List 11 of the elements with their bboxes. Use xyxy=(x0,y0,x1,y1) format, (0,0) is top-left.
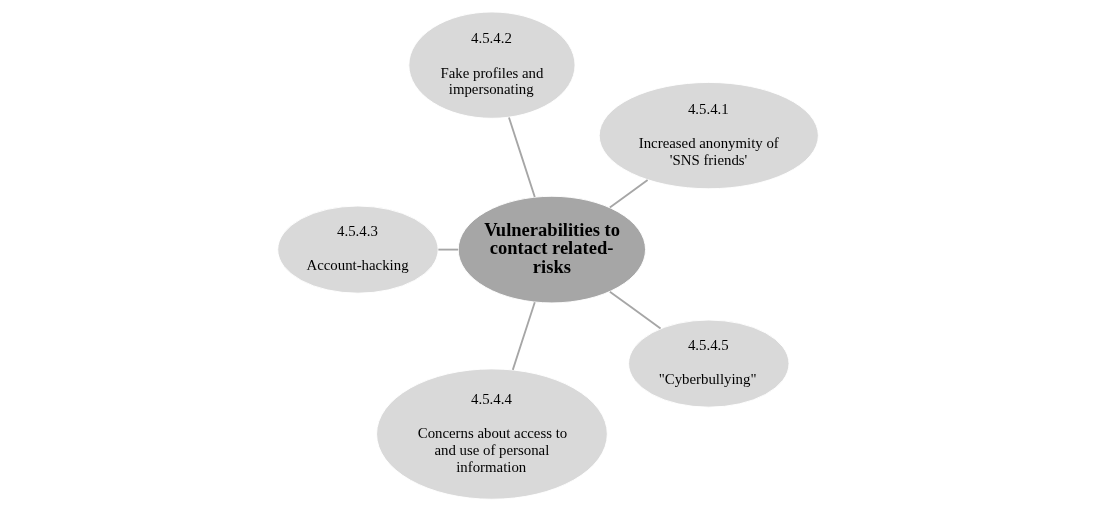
node-ellipse: 4.5.4.2 Fake profiles and impersonating xyxy=(407,11,575,119)
connector xyxy=(436,248,459,251)
connector xyxy=(608,179,649,209)
connector xyxy=(608,290,661,330)
node-ellipse: Vulnerabilities to contact related-risks xyxy=(457,195,646,304)
connector xyxy=(511,301,536,371)
node-ellipse: 4.5.4.3 Account-hacking xyxy=(276,205,439,294)
node-ellipse: 4.5.4.4 Concerns about access to and use of personal information xyxy=(375,368,608,500)
connector xyxy=(507,116,536,198)
node-ellipse: 4.5.4.5 "Cyberbullying" xyxy=(627,319,789,408)
node-ellipse: 4.5.4.1 Increased anonymity of 'SNS friends' xyxy=(598,81,819,190)
